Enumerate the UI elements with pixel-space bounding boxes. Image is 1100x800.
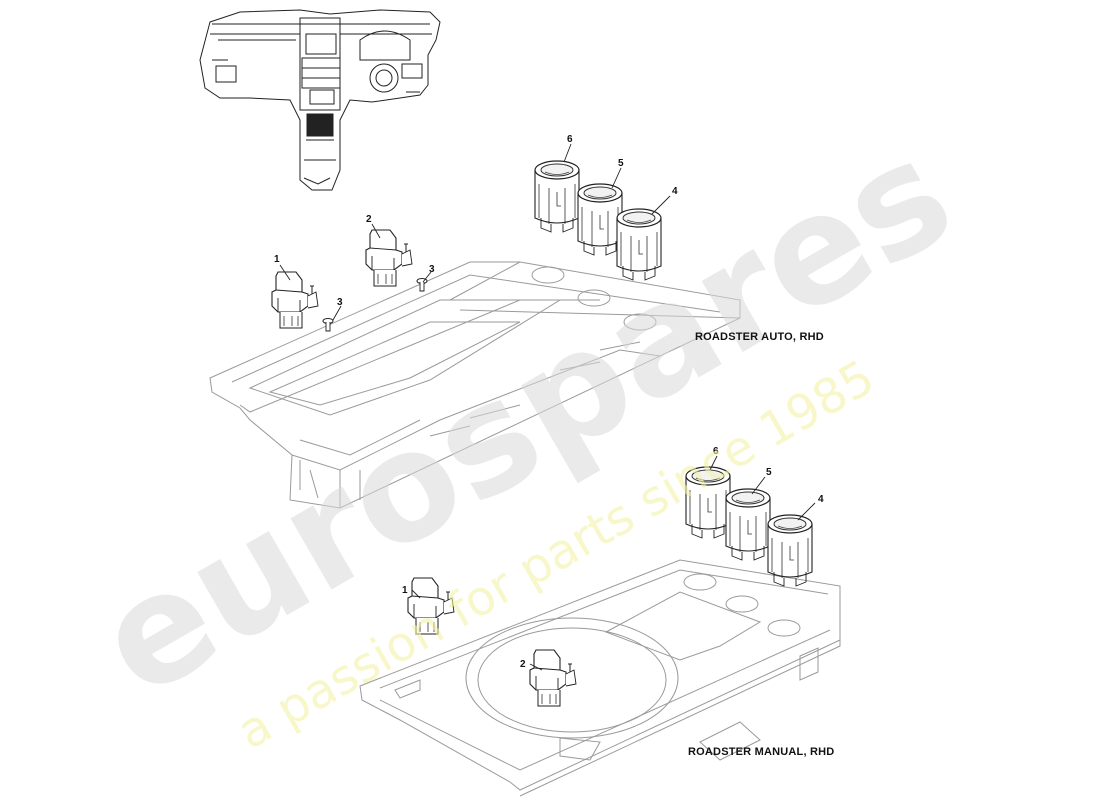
auto-callout-5: 5 xyxy=(618,158,624,169)
auto-callout-3a: 3 xyxy=(337,297,343,308)
auto-callout-6: 6 xyxy=(567,134,573,145)
auto-leader-lines xyxy=(279,143,671,321)
caption-roadster-auto: ROADSTER AUTO, RHD xyxy=(695,331,824,343)
manual-callout-6: 6 xyxy=(713,446,719,457)
callout-labels: 1 2 3 3 6 5 4 1 2 6 5 4 xyxy=(274,134,824,670)
manual-cupholder-5 xyxy=(725,488,771,561)
manual-callout-5: 5 xyxy=(766,467,772,478)
auto-callout-2: 2 xyxy=(366,214,372,225)
auto-screw-3a xyxy=(322,318,334,332)
manual-callout-2: 2 xyxy=(520,659,526,670)
auto-switch-1 xyxy=(271,271,319,329)
auto-switch-2 xyxy=(365,229,413,287)
manual-console-panel xyxy=(359,559,841,797)
auto-cupholder-5 xyxy=(577,183,623,256)
manual-switch-2 xyxy=(529,649,577,707)
auto-cupholder-6 xyxy=(534,160,580,233)
auto-callout-3b: 3 xyxy=(429,264,435,275)
dashboard-overview xyxy=(199,9,441,191)
auto-callout-4: 4 xyxy=(672,186,678,197)
manual-callout-4: 4 xyxy=(818,494,824,505)
manual-leader-lines xyxy=(411,455,816,671)
auto-console-panel xyxy=(209,261,741,509)
auto-callout-1: 1 xyxy=(274,254,280,265)
caption-roadster-manual: ROADSTER MANUAL, RHD xyxy=(688,746,835,758)
manual-callout-1: 1 xyxy=(402,585,408,596)
